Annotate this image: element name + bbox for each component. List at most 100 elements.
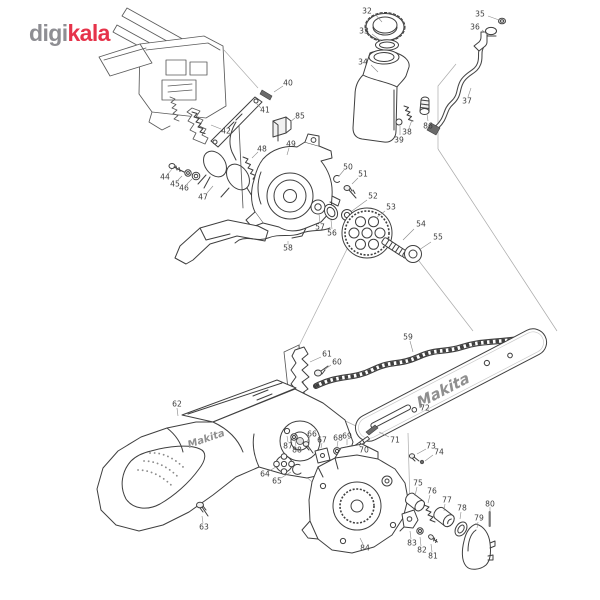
part-63-screw — [196, 501, 209, 517]
part-label-34: 34 — [358, 58, 368, 67]
sprocket-cover-assembly — [301, 443, 496, 570]
part-label-44: 44 — [160, 173, 170, 182]
part-label-51: 51 — [358, 170, 368, 179]
part-77-piston-cup — [433, 506, 455, 528]
part-label-79: 79 — [474, 514, 484, 523]
leader-line-51 — [351, 177, 359, 185]
part-label-36: 36 — [470, 23, 480, 32]
leader-line-76 — [427, 494, 431, 504]
part-59-saw-chain — [313, 335, 531, 389]
part-label-48: 48 — [257, 145, 267, 154]
logo-kala-text: kala — [67, 20, 110, 46]
part-label-72: 72 — [420, 404, 430, 413]
leader-line-44 — [167, 168, 173, 175]
part-label-62: 62 — [172, 400, 182, 409]
leader-line-73 — [416, 448, 427, 455]
part-41-lever — [210, 96, 263, 209]
part-50-clip — [333, 174, 340, 183]
part-label-86: 86 — [423, 122, 433, 131]
leader-line-35 — [487, 15, 500, 21]
part-label-42: 42 — [221, 127, 231, 136]
leader-line-33 — [371, 33, 382, 42]
part-label-45: 45 — [170, 180, 180, 189]
part-label-64: 64 — [260, 470, 270, 479]
leader-line-54 — [402, 228, 415, 241]
part-label-75: 75 — [413, 479, 423, 488]
oil-tank-assembly — [352, 12, 506, 143]
leader-line-71 — [378, 431, 390, 438]
leader-line-48 — [251, 151, 259, 159]
leader-line-41 — [255, 102, 262, 109]
part-37-oil-hose — [426, 42, 486, 136]
part-label-37: 37 — [462, 97, 472, 106]
part-label-77: 77 — [442, 496, 452, 505]
part-label-66: 66 — [307, 430, 317, 439]
leader-line-36 — [481, 29, 490, 37]
part-86-hose-connector — [419, 96, 430, 115]
part-label-32: 32 — [362, 7, 372, 16]
leader-line-55 — [418, 241, 432, 251]
part-label-88: 88 — [292, 446, 302, 455]
leader-line-72 — [424, 393, 428, 404]
part-label-61: 61 — [322, 350, 332, 359]
part-67-plate — [314, 447, 331, 464]
part-36-elbow-fitting — [473, 26, 497, 52]
leader-line-32 — [374, 13, 383, 23]
part-39-ball — [395, 118, 403, 126]
part-32-tank-cap — [364, 12, 406, 42]
rear-housing-fragment — [98, 7, 259, 145]
part-76-spring — [423, 504, 436, 523]
part-label-87: 87 — [283, 442, 293, 451]
part-73-screw — [408, 453, 420, 462]
part-53-spur-gear — [341, 207, 393, 259]
part-79-side-cover — [461, 523, 496, 570]
part-label-49: 49 — [286, 140, 296, 149]
part-57-bearing — [310, 199, 326, 215]
throttle-lever-assembly — [191, 89, 292, 209]
part-66-screw — [302, 441, 314, 454]
part-62-main-housing: Makita — [96, 379, 354, 532]
leader-line-64 — [268, 466, 277, 472]
part-33-gasket — [375, 39, 399, 51]
leader-line-88 — [294, 440, 297, 447]
part-label-56: 56 — [327, 229, 337, 238]
leader-line-50 — [338, 169, 345, 177]
part-55-bearing — [404, 245, 422, 263]
leader-line-75 — [414, 486, 418, 497]
part-46-washer — [191, 171, 201, 181]
part-label-73: 73 — [426, 442, 436, 451]
logo-digi-text: digi — [29, 20, 68, 46]
clamp-parts — [168, 150, 253, 198]
part-label-60: 60 — [332, 358, 342, 367]
part-80-pin — [488, 511, 491, 527]
part-label-78: 78 — [457, 504, 467, 513]
part-label-54: 54 — [416, 220, 426, 229]
leader-line-85 — [289, 117, 296, 123]
part-56-seal-ring — [323, 203, 339, 221]
part-75-spacer — [405, 492, 425, 512]
part-35-o-ring — [498, 17, 506, 25]
leader-line-40 — [273, 85, 284, 93]
part-label-55: 55 — [433, 233, 443, 242]
leader-line-77 — [443, 503, 446, 512]
part-88-washer — [290, 433, 298, 441]
leader-line-49 — [286, 147, 290, 156]
gear-housing-assembly — [174, 133, 422, 265]
part-84-cover-housing — [301, 443, 409, 554]
part-label-80: 80 — [485, 500, 495, 509]
part-label-59: 59 — [403, 333, 413, 342]
part-label-57: 57 — [315, 223, 325, 232]
part-label-53: 53 — [386, 203, 396, 212]
digikala-logo: digikala — [29, 22, 110, 45]
part-label-70: 70 — [359, 446, 369, 455]
part-72-guide-bar: Makita — [354, 328, 548, 442]
leader-line-78 — [459, 511, 462, 520]
leader-line-52 — [351, 199, 368, 212]
part-85-sponge-block — [272, 116, 292, 142]
part-58-linkage-rod — [234, 227, 331, 244]
part-label-82: 82 — [417, 546, 427, 555]
part-label-58: 58 — [283, 244, 293, 253]
